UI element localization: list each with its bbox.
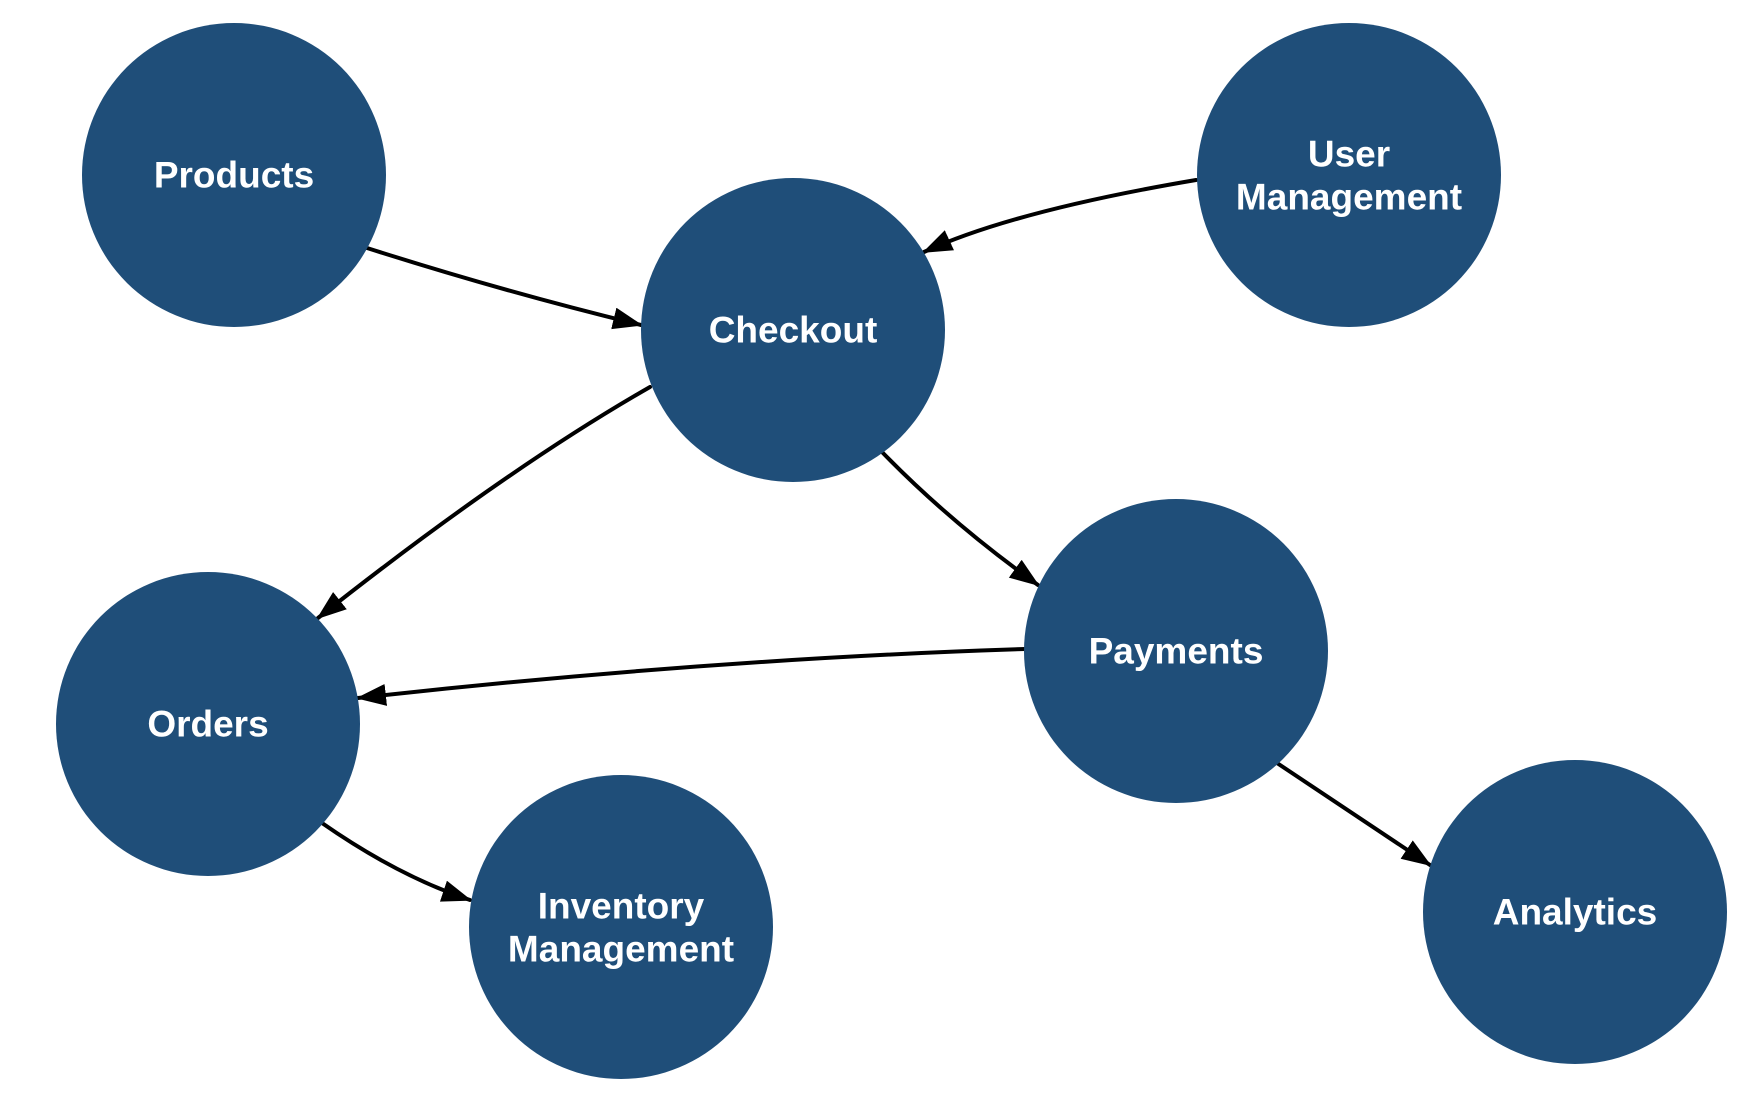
node-orders[interactable]: Orders: [56, 572, 360, 876]
node-circle-products[interactable]: [82, 23, 386, 327]
node-label-line: Checkout: [709, 310, 878, 351]
node-circle-payments[interactable]: [1024, 499, 1328, 803]
node-label-products: Products: [154, 155, 314, 196]
node-label-line: User: [1308, 134, 1390, 175]
node-label-line: Analytics: [1493, 892, 1658, 933]
node-analytics[interactable]: Analytics: [1423, 760, 1727, 1064]
node-products[interactable]: Products: [82, 23, 386, 327]
node-label-checkout: Checkout: [709, 310, 878, 351]
node-circle-user-management[interactable]: [1197, 23, 1501, 327]
node-label-line: Inventory: [538, 886, 705, 927]
edge-products-to-checkout: [365, 246, 643, 330]
node-payments[interactable]: Payments: [1024, 499, 1328, 803]
node-circle-checkout[interactable]: [641, 178, 945, 482]
node-label-line: Management: [1236, 177, 1462, 218]
node-circle-analytics[interactable]: [1423, 760, 1727, 1064]
node-label-line: Management: [508, 929, 734, 970]
node-circle-inventory-management[interactable]: [469, 775, 773, 1079]
node-label-analytics: Analytics: [1493, 892, 1658, 933]
node-circle-orders[interactable]: [56, 572, 360, 876]
edge-user-management-to-checkout: [922, 178, 1198, 254]
node-label-line: Payments: [1089, 631, 1264, 672]
node-label-line: Products: [154, 155, 314, 196]
node-label-payments: Payments: [1089, 631, 1264, 672]
node-label-line: Orders: [147, 704, 268, 745]
edge-payments-to-analytics: [1275, 761, 1432, 867]
edge-orders-to-inventory-management: [320, 821, 472, 902]
edge-checkout-to-orders: [316, 385, 652, 620]
edge-payments-to-orders: [356, 647, 1027, 706]
edge-checkout-to-payments: [880, 450, 1040, 587]
node-checkout[interactable]: Checkout: [641, 178, 945, 482]
node-label-orders: Orders: [147, 704, 268, 745]
